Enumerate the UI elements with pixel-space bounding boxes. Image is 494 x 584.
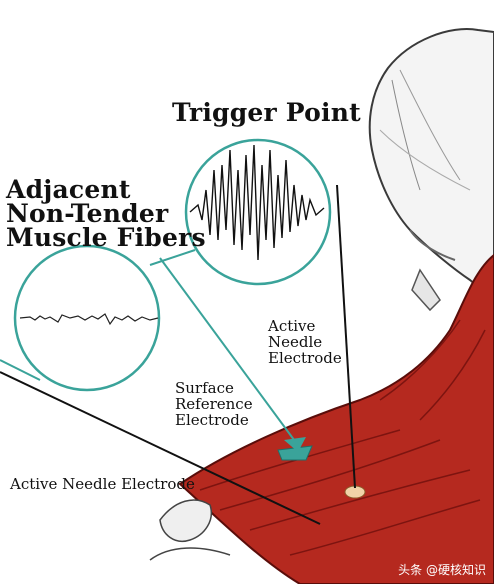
callout-arrowhead — [284, 437, 306, 452]
active-needle-label-line1: Active — [268, 317, 316, 335]
watermark: 头条 @硬核知识 — [398, 563, 486, 577]
trigger-point-label: Trigger Point — [172, 98, 361, 127]
trapezius-muscle — [178, 253, 494, 584]
surface-reference-label-line3: Electrode — [175, 411, 249, 429]
surface-reference-label-line2: Reference — [175, 395, 253, 413]
adjacent-label-line1: Adjacent — [6, 175, 131, 204]
adjacent-fibers-trace — [19, 313, 159, 326]
trigger-point-trace — [189, 144, 325, 261]
adjacent-label-line2: Non-Tender — [6, 199, 169, 228]
shoulder-bone — [149, 499, 231, 561]
adjacent-label-line3: Muscle Fibers — [6, 223, 206, 252]
active-needle-label-line2: Needle — [268, 333, 323, 351]
trigger-needle — [336, 184, 356, 489]
bottom-needle — [0, 371, 321, 525]
adjacent-fibers-circle — [13, 244, 161, 392]
active-needle-label-line3: Electrode — [268, 349, 342, 367]
callout-lines — [0, 249, 301, 449]
surface-reference-label-line1: Surface — [175, 379, 234, 397]
active-needle-bottom-label: Active Needle Electrode — [10, 475, 195, 493]
skull-drawing — [368, 28, 494, 312]
